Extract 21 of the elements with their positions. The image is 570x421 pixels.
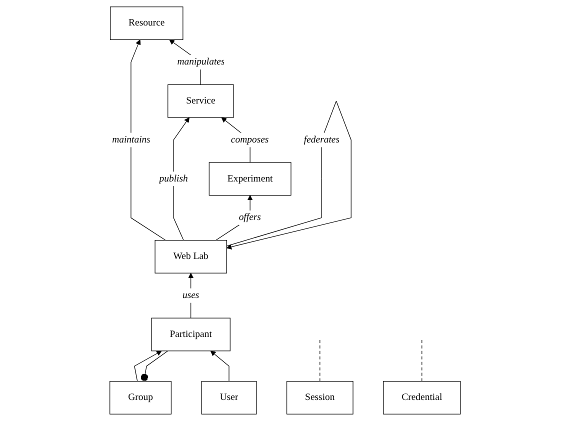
arrow — [188, 272, 194, 318]
edge-label: composes — [230, 134, 269, 145]
connector — [319, 338, 320, 382]
node-box: Experiment — [208, 162, 292, 196]
node-box: Credential — [382, 381, 461, 414]
arrow — [130, 39, 166, 241]
node-box: Service — [167, 84, 234, 118]
arrow — [210, 350, 230, 382]
node-box: Session — [286, 381, 354, 414]
connector — [140, 350, 168, 382]
node-box: Resource — [110, 6, 184, 40]
edge-label: uses — [182, 290, 200, 300]
node-box: User — [201, 381, 257, 414]
node-box: Web Lab — [154, 240, 227, 274]
node-box: Group — [109, 381, 172, 414]
node-box: Participant — [151, 318, 230, 352]
arrow — [173, 117, 190, 241]
edge-label: offers — [238, 212, 261, 223]
arrow — [134, 350, 162, 382]
connector — [421, 338, 422, 382]
edge-label: publish — [159, 173, 188, 184]
